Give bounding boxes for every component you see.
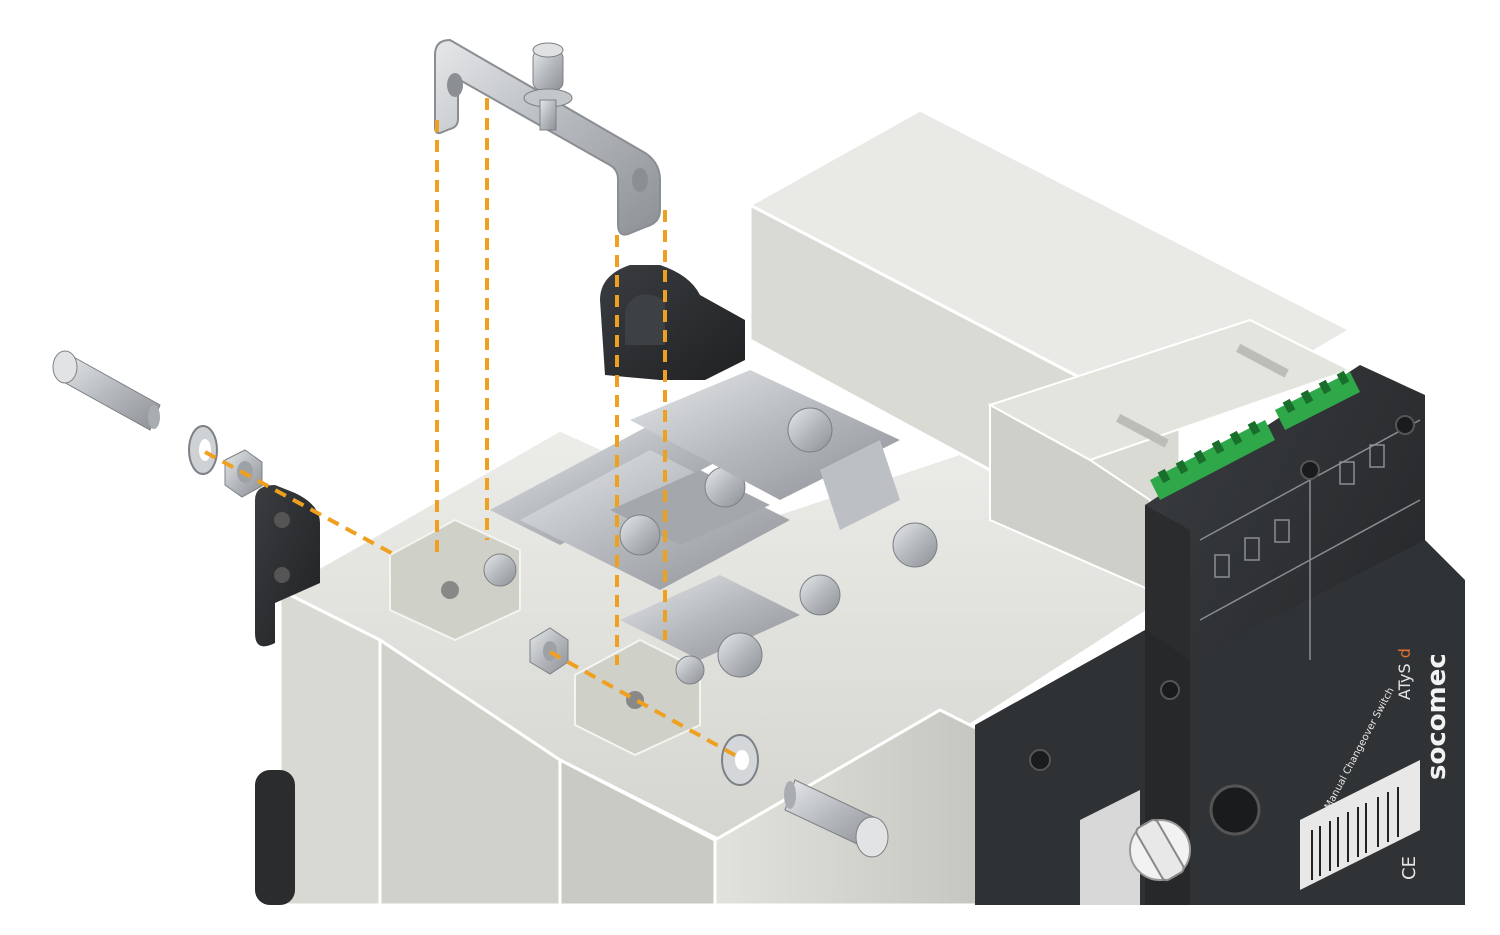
mounting-bracket bbox=[434, 38, 661, 236]
terminal-connector-left bbox=[1150, 420, 1275, 500]
bracket-bolt bbox=[523, 42, 573, 131]
switch-housing bbox=[276, 108, 1354, 907]
washer-left bbox=[188, 425, 218, 475]
lock-knob bbox=[1209, 784, 1261, 836]
front-control-panel: socomec ATyS d Manual Changeover Switch … bbox=[975, 365, 1465, 905]
terminal-cover-left bbox=[255, 485, 320, 905]
assembly-guide-lines bbox=[204, 98, 741, 760]
brand-logo-text: socomec bbox=[1422, 653, 1452, 780]
washer-front bbox=[721, 734, 759, 786]
terminal-lugs bbox=[389, 370, 938, 757]
manual-operation-knob bbox=[1129, 818, 1191, 882]
terminal-cover-top bbox=[600, 265, 745, 380]
terminal-connector-right bbox=[1275, 370, 1360, 430]
terminal-lug-3 bbox=[630, 370, 938, 568]
terminal-lug-front bbox=[574, 575, 800, 757]
bolt-front bbox=[784, 779, 889, 858]
bolt-left bbox=[52, 350, 161, 431]
model-label: ATyS d bbox=[1395, 648, 1414, 700]
terminal-lug-2 bbox=[520, 450, 841, 616]
ce-mark: CE bbox=[1399, 856, 1420, 880]
